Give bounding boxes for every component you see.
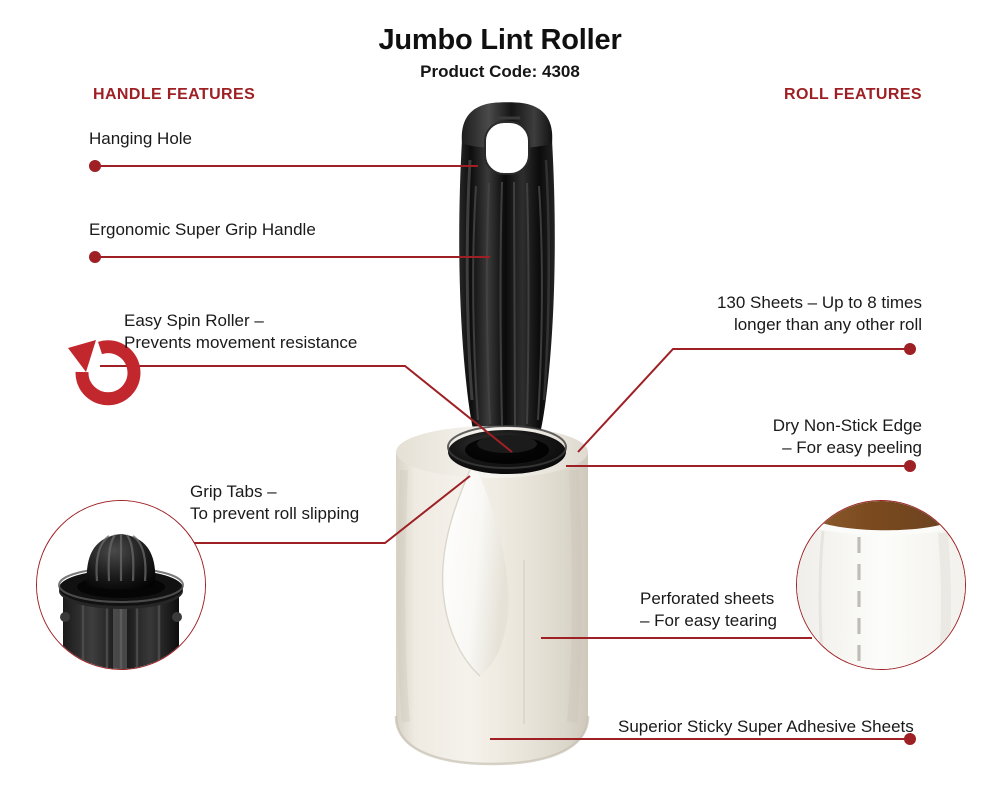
roller-end-cap	[447, 425, 567, 474]
product-code: Product Code: 4308	[420, 62, 580, 81]
callout-label-sheets-count: 130 Sheets – Up to 8 times longer than a…	[716, 293, 922, 335]
leader-dot-sheets-count	[904, 343, 916, 355]
leader-dot-grip-handle	[89, 251, 101, 263]
callout-label-non-stick: Dry Non-Stick Edge – For easy peeling	[772, 416, 922, 458]
callout-label-grip-handle: Ergonomic Super Grip Handle	[89, 220, 316, 239]
callout-label-easy-spin: Easy Spin Roller – Prevents movement res…	[124, 311, 358, 353]
leader-dot-non-stick	[904, 460, 916, 472]
roller-handle	[458, 102, 556, 462]
page-title: Jumbo Lint Roller	[378, 24, 622, 56]
inset-grip-tabs-closeup	[36, 500, 206, 670]
callout-label-adhesive: Superior Sticky Super Adhesive Sheets	[618, 717, 914, 736]
callout-label-hanging-hole: Hanging Hole	[89, 129, 193, 148]
lint-roller-roll	[394, 426, 590, 766]
leader-easy-spin	[100, 365, 513, 453]
section-heading-handle-features: HANDLE FEATURES	[93, 86, 256, 103]
callout-label-grip-tabs: Grip Tabs – To prevent roll slipping	[190, 482, 360, 524]
callout-label-perforated: Perforated sheets – For easy tearing	[640, 589, 778, 631]
section-heading-roll-features: ROLL FEATURES	[784, 86, 922, 103]
inset-perforation-closeup	[796, 500, 966, 670]
leader-dot-hanging-hole	[89, 160, 101, 172]
